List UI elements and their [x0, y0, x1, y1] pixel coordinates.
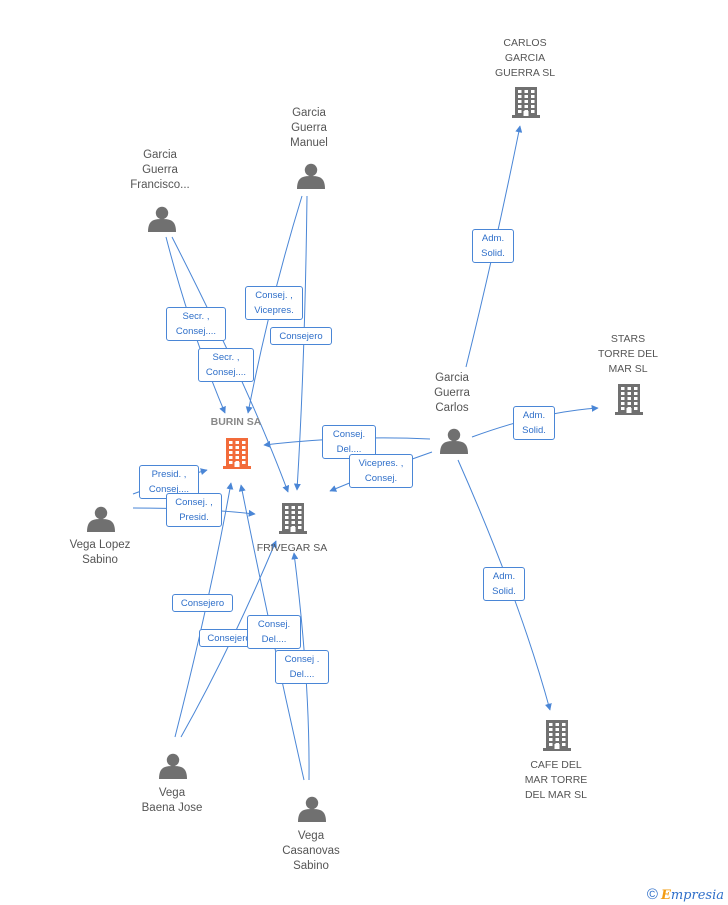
edge-label-6: Consejero: [270, 327, 332, 345]
edge-label-11: Consejero: [172, 594, 233, 612]
person-icon-vega_casanovas_sabino[interactable]: [298, 796, 326, 822]
building-icon-carlos_garcia_guerra_sl[interactable]: [512, 87, 540, 118]
edge-label-2: Adm.Solid.: [483, 567, 525, 601]
nodes-layer: [87, 87, 643, 822]
node-label-frivegar[interactable]: FRIVEGAR SA: [256, 542, 328, 554]
edge-garcia_guerra_manuel-to-frivegar: [293, 195, 308, 491]
person-icon-garcia_guerra_francisco[interactable]: [148, 206, 176, 232]
edge-label-4: Vicepres. ,Consej.: [349, 454, 413, 488]
building-icon-cafe_del_mar[interactable]: [543, 720, 571, 751]
person-icon-vega_baena_jose[interactable]: [159, 753, 187, 779]
brand-first-letter: E: [660, 888, 671, 903]
edge-label-1: Adm.Solid.: [513, 406, 555, 440]
building-icon-frivegar[interactable]: [279, 503, 307, 534]
edge-label-10: Consej. ,Presid.: [166, 493, 222, 527]
brand-logo: ©Empresia: [647, 886, 724, 903]
person-icon-garcia_guerra_manuel[interactable]: [297, 163, 325, 189]
person-icon-garcia_guerra_carlos[interactable]: [440, 428, 468, 454]
building-icon-stars_torre[interactable]: [615, 384, 643, 415]
edge-label-13: Consej.Del....: [247, 615, 301, 649]
brand-name: mpresia: [670, 888, 724, 903]
edge-label-8: Secr. ,Consej....: [198, 348, 254, 382]
edge-label-7: Secr. ,Consej....: [166, 307, 226, 341]
building-icon-burin[interactable]: [223, 438, 251, 469]
node-label-burin[interactable]: BURIN SA: [210, 416, 262, 428]
edge-label-0: Adm.Solid.: [472, 229, 514, 263]
copyright-symbol: ©: [646, 886, 658, 903]
edge-label-14: Consej .Del....: [275, 650, 329, 684]
edge-label-3: Consej.Del....: [322, 425, 376, 459]
edge-label-5: Consej. ,Vicepres.: [245, 286, 303, 320]
person-icon-vega_lopez_sabino[interactable]: [87, 506, 115, 532]
